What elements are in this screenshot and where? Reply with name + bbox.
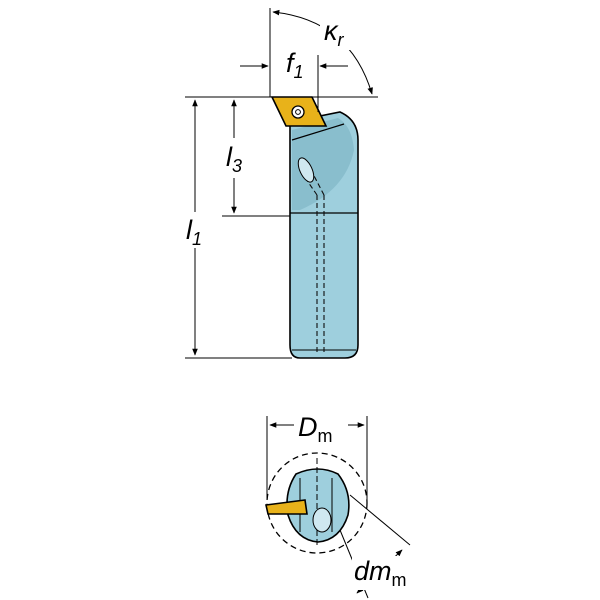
dm-dimension: Dm [266, 410, 368, 500]
side-view [270, 96, 359, 359]
dmm-dimension: dmm [339, 494, 422, 599]
svg-text:l1: l1 [186, 215, 202, 249]
dmm-subscript: m [392, 570, 407, 590]
svg-text:l3: l3 [226, 142, 242, 176]
kr-symbol: κ [324, 16, 339, 46]
kr-subscript: r [338, 30, 345, 50]
kr-dimension: κr [272, 9, 378, 98]
svg-text:κr: κr [324, 16, 345, 50]
l3-symbol: l [226, 142, 233, 172]
coolant-channel [297, 157, 325, 352]
min-bore-circle [266, 452, 368, 554]
dm-subscript: m [318, 426, 333, 446]
l3-dimension: l3 [222, 99, 290, 217]
l1-dimension: l1 [184, 96, 292, 359]
f1-subscript: 1 [294, 62, 304, 82]
svg-text:Dm: Dm [298, 412, 333, 446]
tool-neck-shade [292, 118, 354, 210]
end-view-insert [265, 499, 308, 515]
dmm-symbol: dm [354, 556, 392, 586]
dm-symbol: D [298, 412, 318, 442]
l1-symbol: l [186, 215, 193, 245]
head-edge-line [291, 123, 345, 141]
cutting-insert [270, 96, 328, 127]
l3-subscript: 3 [232, 156, 242, 176]
svg-text:dmm: dmm [354, 556, 407, 590]
l1-subscript: 1 [192, 229, 202, 249]
end-view [265, 452, 368, 554]
svg-text:f1: f1 [286, 48, 304, 82]
